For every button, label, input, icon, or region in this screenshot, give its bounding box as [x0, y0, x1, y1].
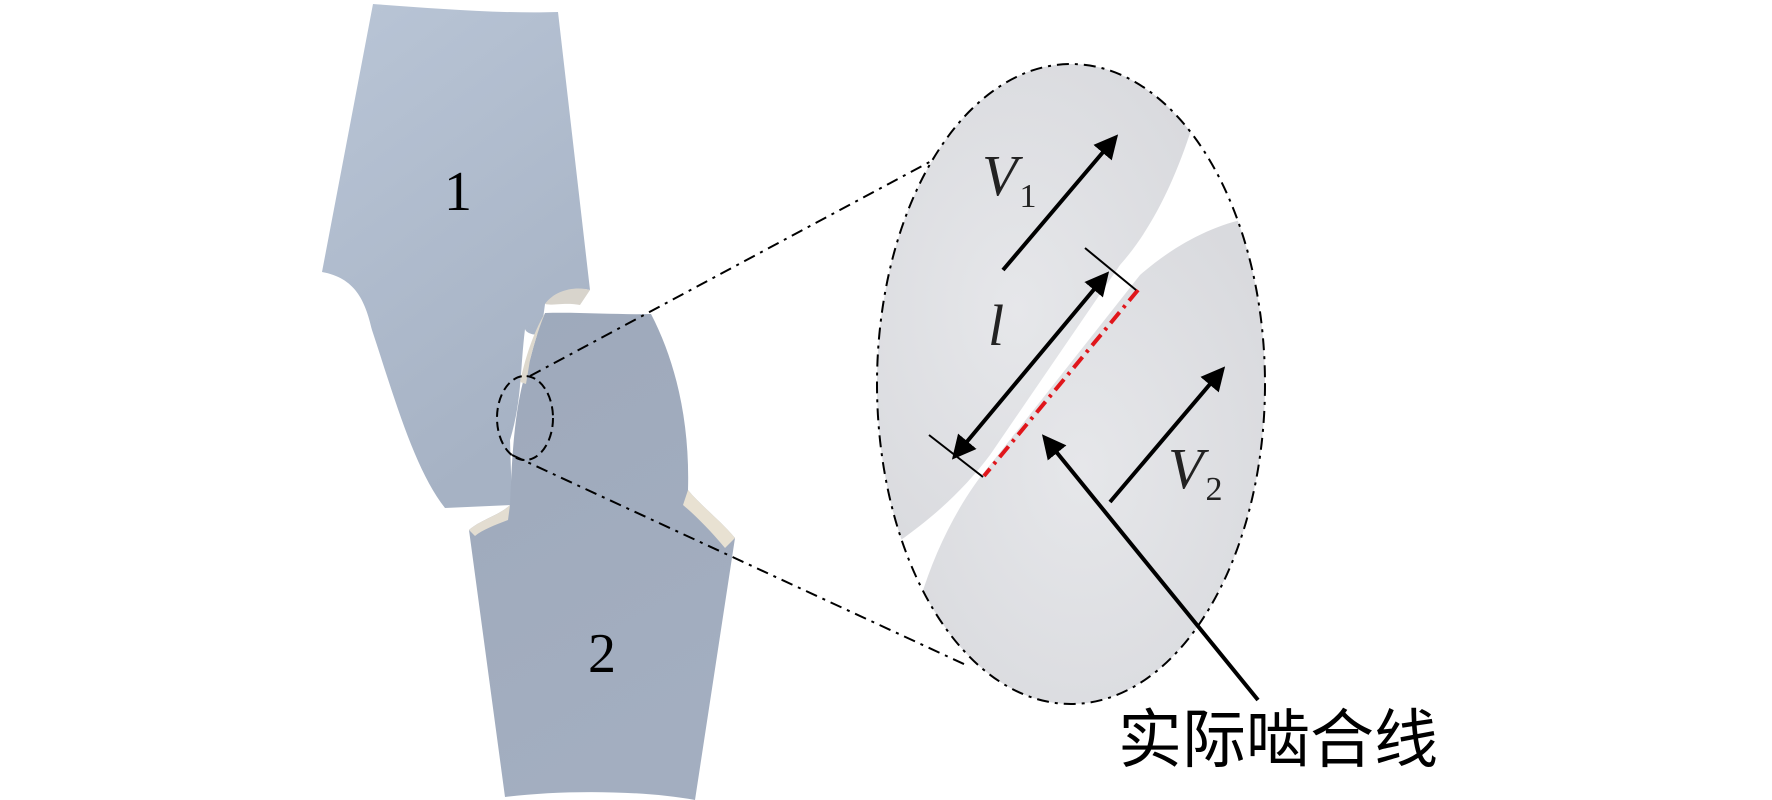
meshing-line-pointer-arrow	[1041, 434, 1260, 702]
velocity-1-label: V1	[982, 143, 1036, 215]
velocity-1-arrow	[1001, 134, 1119, 272]
gear-2-label: 2	[588, 623, 616, 685]
zoom-lower-surface	[920, 215, 1265, 704]
contact-length-arrow	[951, 271, 1110, 460]
contact-region-marker	[496, 375, 554, 461]
velocity-2-label: V2	[1168, 436, 1222, 508]
contact-length-dimension	[928, 247, 1137, 478]
gear-tooth-2	[469, 312, 735, 800]
velocity-2-arrow	[1108, 366, 1226, 504]
meshing-line-caption: 实际啮合线	[1118, 704, 1438, 778]
zoom-projection-lines	[511, 149, 967, 666]
gear-tooth-1	[322, 4, 590, 508]
contact-length-label: l	[988, 293, 1004, 358]
gear-1-label: 1	[444, 161, 472, 223]
zoom-detail	[876, 63, 1266, 705]
